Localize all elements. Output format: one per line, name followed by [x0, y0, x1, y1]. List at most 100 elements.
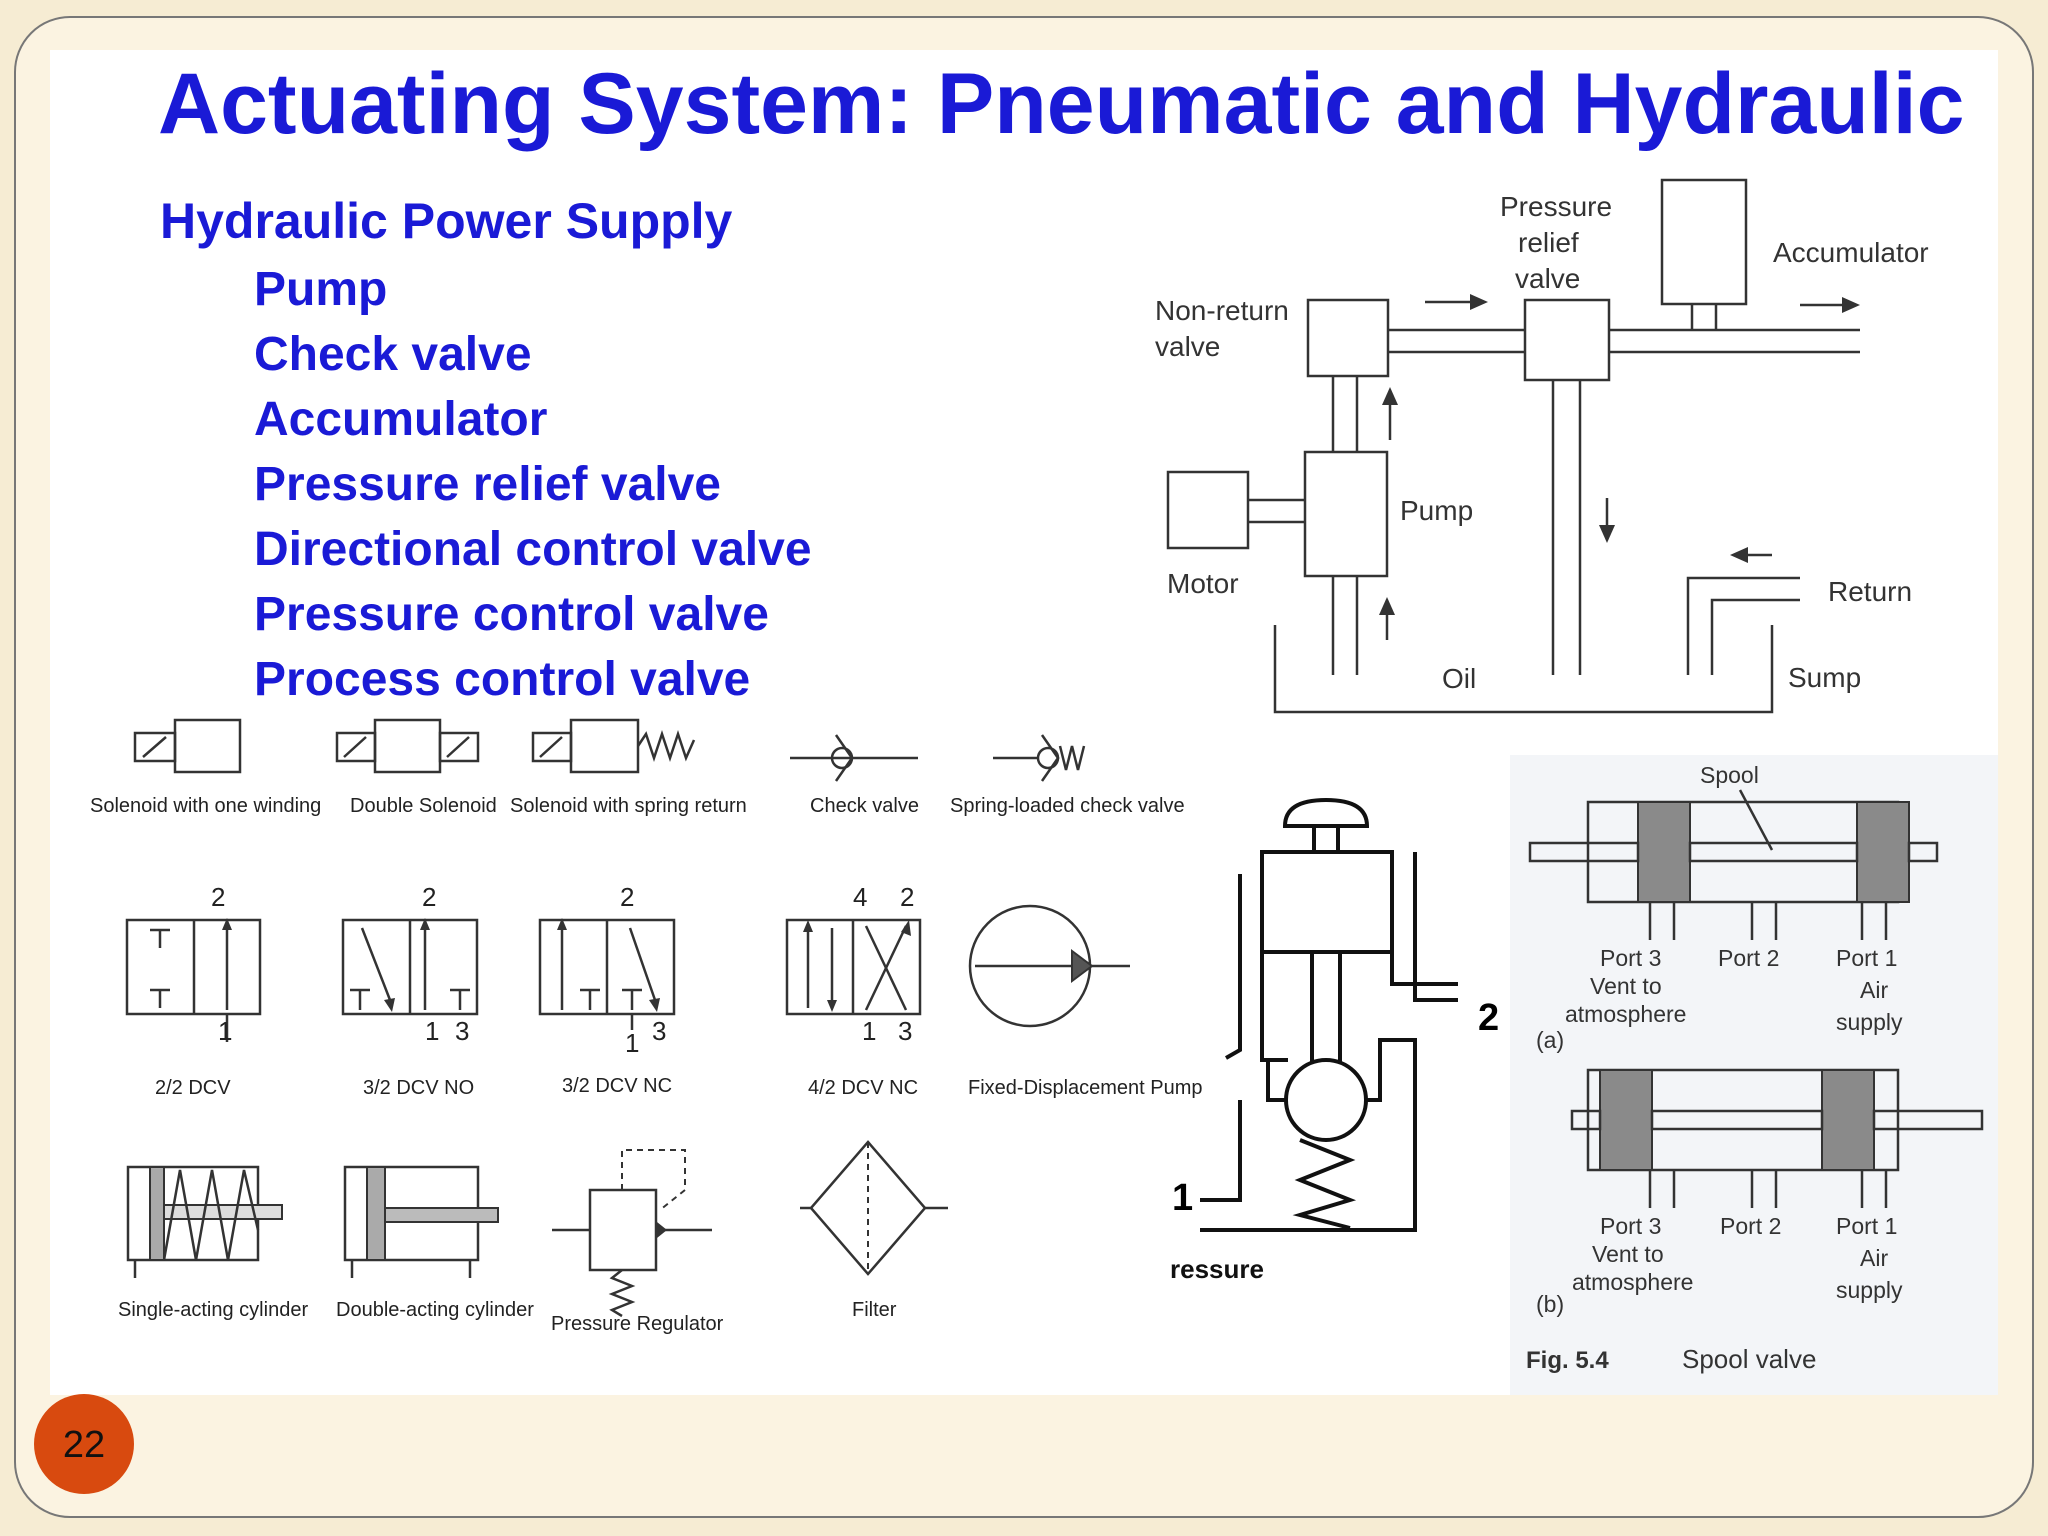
motor-box — [1166, 470, 1250, 550]
label-return: Return — [1828, 576, 1912, 607]
outline-item-check-valve: Check valve — [254, 328, 532, 381]
b-supply: supply — [1836, 1277, 1903, 1303]
non-return-valve-box — [1306, 298, 1390, 378]
page-number-badge — [34, 1394, 134, 1494]
port-3-42dcv: 3 — [898, 1016, 912, 1046]
port-2-22dcv: 2 — [211, 882, 225, 912]
page-title: Actuating System: Pneumatic and Hydrauli… — [158, 56, 1964, 152]
outline-item-accumulator: Accumulator — [254, 393, 547, 446]
a-atmosphere: atmosphere — [1565, 1001, 1686, 1027]
symbol-double-acting-cylinder — [343, 1165, 499, 1278]
symbol-filter — [800, 1140, 948, 1276]
caption-spring-loaded-check-valve: Spring-loaded check valve — [950, 795, 1185, 817]
outline-item-directional-control-valve: Directional control valve — [254, 523, 812, 576]
label-non-return-1: Non-return — [1155, 295, 1289, 326]
caption-32dcvno: 3/2 DCV NO — [363, 1077, 474, 1099]
port-2-32dcvnc: 2 — [620, 882, 634, 912]
symbols-row-2: 2 1 2 1 3 — [125, 882, 1203, 1099]
label-oil: Oil — [1442, 663, 1476, 694]
label-sump: Sump — [1788, 662, 1861, 693]
outline-heading: Hydraulic Power Supply — [160, 193, 733, 249]
pressure-relief-valve-box — [1523, 298, 1611, 382]
label-pressure-relief-3: valve — [1515, 263, 1580, 294]
label-a: (a) — [1536, 1027, 1564, 1053]
port-2-42dcv: 2 — [900, 882, 914, 912]
a-port3: Port 3 — [1600, 945, 1661, 971]
caption-fixed-pump: Fixed-Displacement Pump — [968, 1077, 1203, 1099]
port-1-32dcvno: 1 — [425, 1016, 439, 1046]
symbol-single-acting-cylinder — [126, 1165, 283, 1278]
fig-number: Fig. 5.4 — [1526, 1347, 1609, 1374]
spool-valve-diagram: Spool Port 3 Vent to atmosphere Port 2 P… — [1510, 755, 1998, 1395]
symbol-2-2-dcv — [125, 918, 262, 1042]
poppet-port-2: 2 — [1478, 997, 1499, 1039]
flow-arrow-left — [1730, 547, 1772, 563]
caption-check-valve: Check valve — [810, 795, 919, 817]
caption-filter: Filter — [852, 1299, 897, 1321]
label-pressure-relief-1: Pressure — [1500, 191, 1612, 222]
label-non-return-2: valve — [1155, 331, 1220, 362]
symbol-3-2-dcv-no — [341, 918, 479, 1016]
poppet-valve-diagram: 2 1 ressure — [1170, 797, 1499, 1284]
port-1-42dcv: 1 — [862, 1016, 876, 1046]
caption-22dcv: 2/2 DCV — [155, 1077, 231, 1099]
label-pressure-relief-2: relief — [1518, 227, 1579, 258]
poppet-port-1: 1 — [1172, 1177, 1193, 1219]
caption-solenoid-one-winding: Solenoid with one winding — [90, 795, 321, 817]
b-port2: Port 2 — [1720, 1213, 1781, 1239]
fig-caption: Spool valve — [1682, 1344, 1816, 1374]
b-vent-to: Vent to — [1592, 1241, 1664, 1267]
symbol-solenoid-spring-return — [531, 718, 696, 774]
port-1-22dcv: 1 — [218, 1016, 232, 1046]
outline-item-process-control-valve: Process control valve — [254, 653, 750, 706]
flow-arrow-up-2 — [1379, 597, 1395, 640]
caption-single-acting: Single-acting cylinder — [118, 1299, 308, 1321]
outline-item-pump: Pump — [254, 263, 387, 316]
flow-arrow-up-1 — [1382, 387, 1398, 440]
caption-double-acting: Double-acting cylinder — [336, 1299, 534, 1321]
port-3-32dcvnc: 3 — [652, 1016, 666, 1046]
outline-item-pressure-relief-valve: Pressure relief valve — [254, 458, 721, 511]
outline-item-pressure-control-valve: Pressure control valve — [254, 588, 769, 641]
flow-arrow-down — [1599, 498, 1615, 543]
symbol-solenoid-one-winding — [133, 718, 242, 774]
spool-figure-background — [1510, 755, 1998, 1395]
caption-double-solenoid: Double Solenoid — [350, 795, 497, 817]
pump-box — [1303, 450, 1389, 578]
caption-solenoid-spring-return: Solenoid with spring return — [510, 795, 747, 817]
port-3-32dcvno: 3 — [455, 1016, 469, 1046]
spool-label: Spool — [1700, 762, 1759, 788]
symbol-4-2-dcv-nc — [785, 918, 922, 1016]
page-number: 22 — [63, 1424, 105, 1466]
symbol-spring-loaded-check-valve — [993, 734, 1086, 782]
a-air: Air — [1860, 977, 1888, 1003]
flow-arrow-right-1 — [1425, 294, 1488, 310]
symbols-row-3: Single-acting cylinder Double-acting cyl… — [118, 1140, 948, 1335]
b-port1: Port 1 — [1836, 1213, 1897, 1239]
hydraulic-supply-diagram: Pressure relief valve Accumulator Non-re… — [1155, 178, 1929, 714]
label-b: (b) — [1536, 1291, 1564, 1317]
symbol-check-valve — [790, 734, 918, 782]
flow-arrow-right-2 — [1800, 297, 1860, 313]
port-1-32dcvnc: 1 — [625, 1028, 639, 1058]
label-pump: Pump — [1400, 495, 1473, 526]
caption-pressure-regulator: Pressure Regulator — [551, 1313, 724, 1335]
a-vent-to: Vent to — [1590, 973, 1662, 999]
poppet-pressure-label: ressure — [1170, 1254, 1264, 1284]
caption-32dcvnc: 3/2 DCV NC — [562, 1075, 672, 1097]
port-2-32dcvno: 2 — [422, 882, 436, 912]
symbol-pressure-regulator — [552, 1149, 712, 1318]
caption-42dcvnc: 4/2 DCV NC — [808, 1077, 918, 1099]
label-accumulator: Accumulator — [1773, 237, 1929, 268]
a-supply: supply — [1836, 1009, 1903, 1035]
port-4-42dcv: 4 — [853, 882, 867, 912]
b-port3: Port 3 — [1600, 1213, 1661, 1239]
symbol-double-solenoid — [335, 718, 480, 774]
a-port1: Port 1 — [1836, 945, 1897, 971]
symbol-3-2-dcv-nc — [538, 918, 676, 1030]
symbol-fixed-displacement-pump — [968, 904, 1130, 1028]
b-air: Air — [1860, 1245, 1888, 1271]
label-motor: Motor — [1167, 568, 1239, 599]
